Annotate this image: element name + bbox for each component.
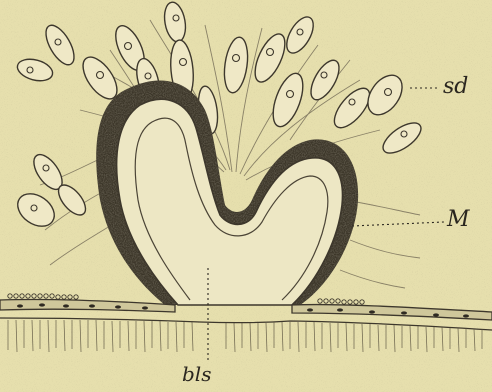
label-M: M [447, 209, 470, 231]
label-bls: bls [182, 364, 211, 384]
label-sd: sd [443, 76, 468, 98]
